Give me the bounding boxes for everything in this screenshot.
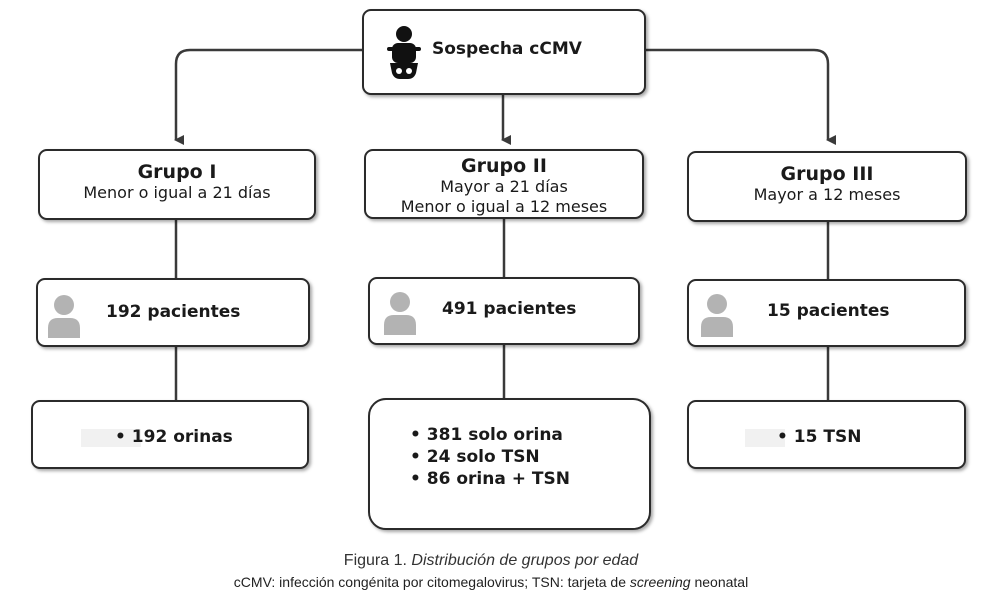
caption-note-prefix: cCMV: infección congénita por citomegalo…	[233, 574, 626, 590]
list-item: 192 orinas	[115, 426, 233, 448]
figure-title: Distribución de grupos por edad	[411, 552, 639, 569]
group-2-patients-box: 491 pacientes	[368, 277, 640, 345]
list-item: 24 solo TSN	[410, 446, 570, 468]
group-2-header-box: Grupo II Mayor a 21 días Menor o igual a…	[364, 149, 644, 219]
group-2-title: Grupo II	[461, 155, 547, 177]
group-2-items-list: 381 solo orina 24 solo TSN 86 orina + TS…	[410, 424, 570, 490]
group-2-age-line-1: Mayor a 21 días	[440, 177, 568, 196]
group-1-header-box: Grupo I Menor o igual a 21 días	[38, 149, 316, 220]
group-3-header-box: Grupo III Mayor a 12 meses	[687, 151, 967, 222]
connectors	[174, 48, 836, 400]
baby-icon	[387, 26, 421, 79]
connector-root-group1	[174, 48, 362, 145]
group-3-patients-box: 15 pacientes	[687, 279, 966, 347]
highlight-bar	[745, 429, 785, 447]
group-2-patients-count: 491 pacientes	[442, 299, 577, 319]
group-1-title: Grupo I	[137, 161, 217, 183]
group-3-items-list: 15 TSN	[777, 426, 862, 448]
figure-caption: Figura 1. Distribución de grupos por eda…	[0, 552, 982, 590]
group-1-items-list: 192 orinas	[115, 426, 233, 448]
person-icon	[701, 294, 733, 337]
group-2-age-line-2: Menor o igual a 12 meses	[400, 197, 608, 216]
group-3-patients-count: 15 pacientes	[767, 301, 890, 321]
list-item: 86 orina + TSN	[410, 468, 570, 490]
caption-title-line: Figura 1. Distribución de grupos por eda…	[0, 552, 982, 570]
figure-label: Figura 1.	[343, 552, 407, 569]
caption-note-suffix: neonatal	[694, 574, 749, 590]
list-item: 15 TSN	[777, 426, 862, 448]
caption-note-italic: screening	[629, 574, 691, 590]
root-title: Sospecha cCMV	[432, 39, 582, 59]
group-3-items-box: 15 TSN	[687, 400, 966, 469]
connector-root-group3	[646, 48, 836, 145]
group-3-title: Grupo III	[780, 163, 874, 185]
group-1-patients-box: 192 pacientes	[36, 278, 310, 347]
root-box: Sospecha cCMV	[362, 9, 646, 95]
group-1-items-box: 192 orinas	[31, 400, 309, 469]
group-1-patients-count: 192 pacientes	[106, 302, 241, 322]
group-2-items-box: 381 solo orina 24 solo TSN 86 orina + TS…	[368, 398, 651, 530]
person-icon	[48, 295, 80, 338]
group-1-age-line-1: Menor o igual a 21 días	[83, 183, 271, 202]
person-icon	[384, 292, 416, 335]
group-3-age-line-1: Mayor a 12 meses	[753, 185, 901, 204]
list-item: 381 solo orina	[410, 424, 570, 446]
flow-diagram: Sospecha cCMV Grupo I Menor o igual a 21…	[0, 0, 982, 545]
caption-note-line: cCMV: infección congénita por citomegalo…	[0, 574, 982, 590]
